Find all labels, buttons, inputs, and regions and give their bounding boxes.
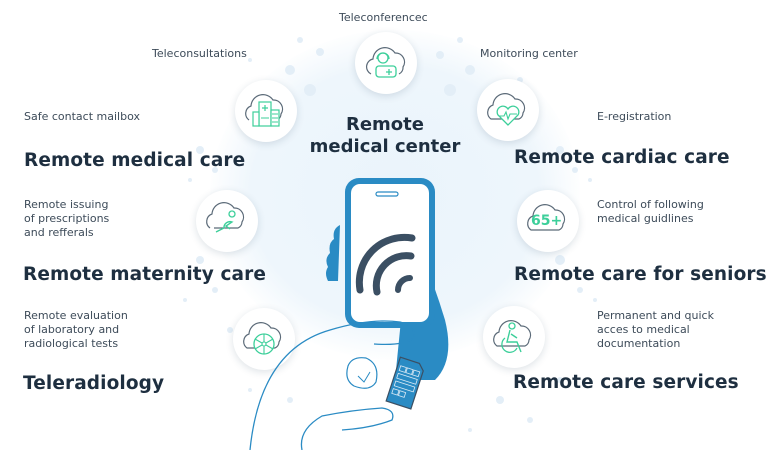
right-2-description: Permanent and quick acces to medical doc…: [597, 309, 714, 350]
teleconference-label: Teleconferencec: [339, 11, 428, 24]
headset-medical-bubble: [355, 32, 417, 94]
cloud-wheelchair-icon: [493, 320, 532, 353]
cloud-pregnant-woman-icon: [206, 202, 245, 233]
cloud-heart-icon: [487, 93, 526, 126]
monitoring-center-label: Monitoring center: [480, 47, 578, 60]
center-title: Remote medical center: [309, 114, 461, 157]
teleconsultations-label: Teleconsultations: [152, 47, 247, 60]
hospital-bubble: [235, 80, 297, 142]
cloud-headset-medical-icon: [365, 47, 406, 78]
right-0-heading: Remote cardiac care: [514, 147, 730, 168]
left-1-heading: Remote maternity care: [23, 264, 266, 285]
cloud-radiation-icon: [243, 322, 282, 355]
right-1-description: Control of following medical guidlines: [597, 198, 704, 225]
left-0-description: Safe contact mailbox: [24, 110, 140, 123]
seniors-bubble: 65+: [517, 190, 579, 252]
left-1-description: Remote issuing of prescriptions and reff…: [24, 198, 110, 239]
right-0-description: E-registration: [597, 110, 672, 123]
smartphone-nfc-icon: [249, 178, 449, 450]
right-2-heading: Remote care services: [513, 372, 739, 393]
cloud-65plus-icon: [527, 204, 566, 231]
care-services-bubble: [483, 306, 545, 368]
maternity-bubble: [196, 190, 258, 252]
left-2-heading: Teleradiology: [23, 373, 165, 394]
heart-bubble: [477, 79, 539, 141]
teleradiology-bubble: [233, 308, 295, 370]
left-0-heading: Remote medical care: [24, 150, 246, 171]
cloud-hospital-icon: [245, 94, 284, 127]
left-2-description: Remote evaluation of laboratory and radi…: [24, 309, 128, 350]
right-1-heading: Remote care for seniors: [514, 264, 767, 285]
badge-65-plus: 65+: [531, 213, 563, 229]
